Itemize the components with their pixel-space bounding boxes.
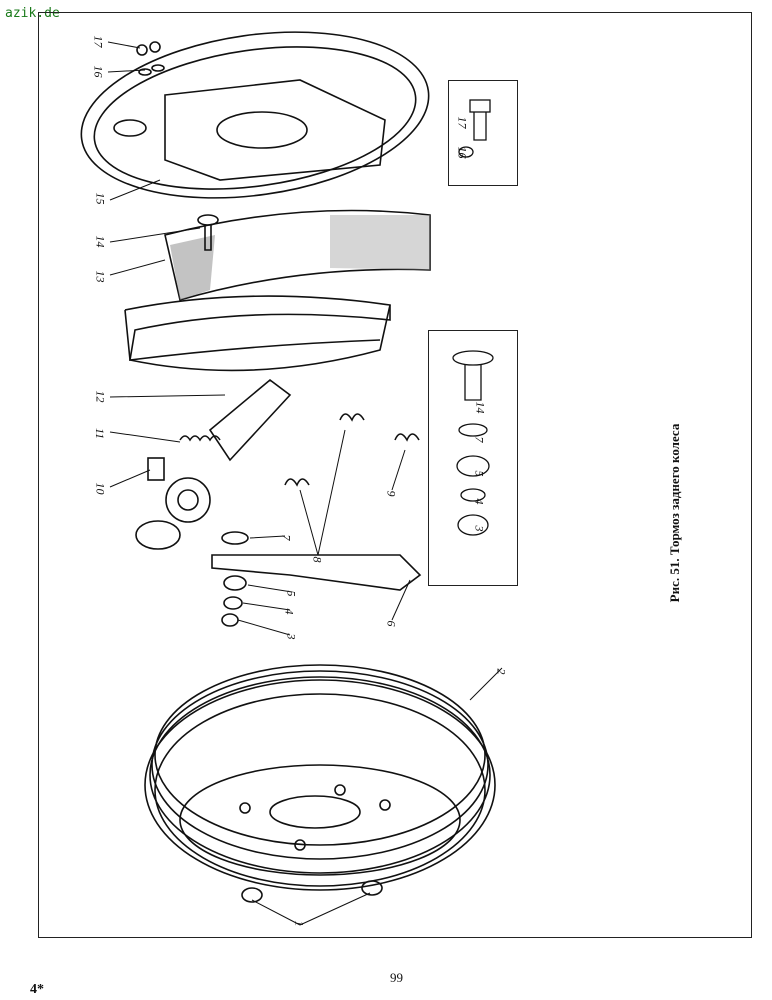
- callout-6: 6: [384, 620, 399, 627]
- inset-callout-4: 4: [472, 498, 487, 505]
- callout-16: 16: [91, 65, 106, 78]
- brake-shoe-lining: [164, 209, 431, 302]
- callout-3: 3: [284, 633, 299, 640]
- callout-10: 10: [93, 482, 108, 495]
- expander-10: [135, 457, 211, 550]
- spring-11: [179, 435, 221, 442]
- backing-plate: [80, 31, 430, 199]
- callout-9: 9: [384, 490, 399, 497]
- inset-callout-5: 5: [472, 470, 487, 477]
- bolts-16-17: [136, 41, 165, 76]
- lever-12: [208, 378, 292, 462]
- inset-callout-17: 17: [455, 116, 470, 129]
- leader-lines: [107, 41, 503, 701]
- strut-6: [211, 554, 422, 591]
- brake-shoe: [124, 295, 391, 372]
- brake-drum-2: [144, 664, 496, 891]
- inset-pin-assembly: [428, 330, 518, 586]
- page-number: 99: [390, 970, 403, 985]
- inset-callout-7: 7: [472, 436, 487, 443]
- screws-1: [241, 880, 383, 926]
- inset-callout-14: 14: [473, 401, 488, 414]
- inset-callout-3: 3: [472, 525, 487, 532]
- callout-7: 7: [279, 534, 294, 541]
- nuts-3-5: [221, 575, 247, 627]
- figure-caption: Рис. 51. Тормоз заднего колеса: [667, 423, 682, 603]
- callout-4: 4: [282, 608, 297, 615]
- callout-17: 17: [91, 35, 106, 48]
- inset-bolt-drawing: [452, 99, 494, 536]
- inset-bolt-washer: [448, 80, 518, 186]
- figure-frame: [38, 12, 752, 938]
- signature-mark: 4*: [30, 982, 44, 997]
- pin-14: [197, 214, 219, 251]
- springs-8-9: [284, 413, 420, 487]
- callout-5: 5: [284, 590, 299, 597]
- callout-8: 8: [310, 556, 325, 563]
- callout-1: 1: [292, 920, 307, 927]
- callout-14: 14: [93, 235, 108, 248]
- washer-7: [221, 531, 249, 545]
- inset-callout-16: 16: [455, 146, 470, 159]
- callout-15: 15: [93, 192, 108, 205]
- callout-13: 13: [93, 270, 108, 283]
- callout-11: 11: [93, 427, 108, 440]
- watermark: azik.de: [5, 6, 60, 21]
- callout-12: 12: [93, 390, 108, 403]
- callout-2: 2: [494, 668, 509, 675]
